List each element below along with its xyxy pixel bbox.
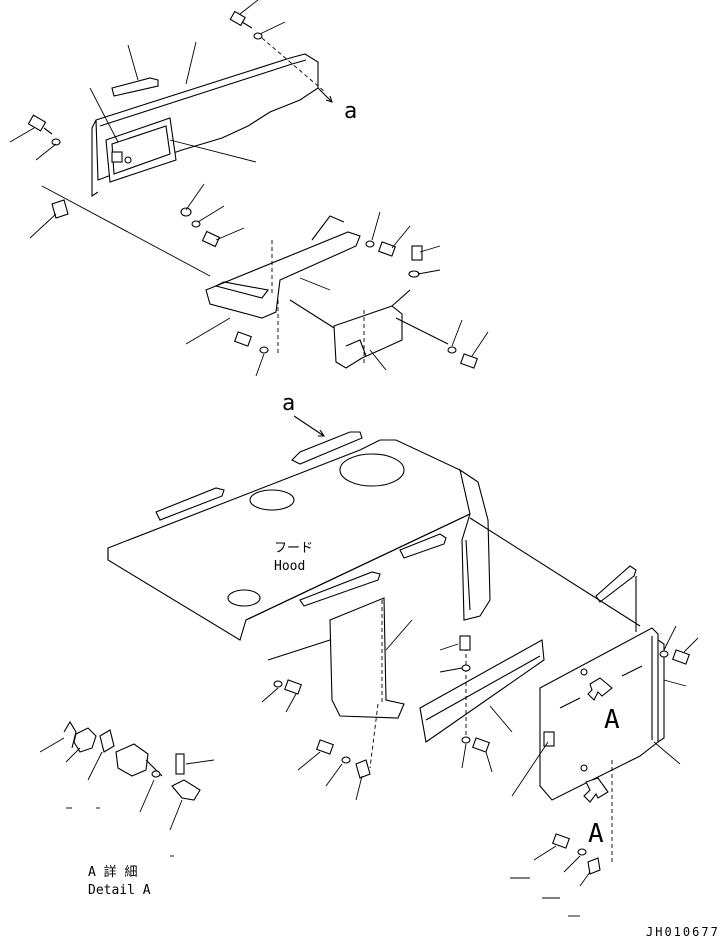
side-door-assembly: A A — [469, 517, 699, 917]
washer-icon — [273, 680, 283, 688]
ref-label-a-top: a — [344, 99, 357, 124]
panel-latch — [111, 151, 123, 163]
hood-assembly: a フード Hood — [107, 391, 491, 641]
washer-icon — [259, 346, 269, 354]
washer-icon — [191, 220, 201, 228]
bolt-icon — [27, 114, 53, 135]
door-latch — [543, 731, 555, 747]
bolt-icon — [234, 331, 252, 347]
bolt-icon — [284, 679, 302, 695]
hood-label-jp: フード — [274, 541, 313, 556]
bolt-icon — [672, 649, 690, 665]
side-door-panel — [539, 627, 659, 801]
hood-handle-left — [155, 487, 225, 521]
spacer — [175, 753, 185, 775]
bolt-icon — [472, 737, 490, 753]
washer-icon — [408, 270, 420, 278]
retaining-pin — [63, 720, 77, 749]
washer-icon — [341, 756, 351, 764]
bolt-icon — [459, 635, 471, 651]
middle-bracket-assembly — [185, 211, 489, 377]
hood-side-wall — [459, 468, 491, 621]
lower-bracket — [333, 305, 403, 369]
hood-handle-mid — [299, 571, 381, 607]
washer-icon — [577, 848, 587, 856]
washer-icon — [461, 736, 471, 744]
bolt-icon — [316, 739, 334, 755]
view-arrow-icon — [587, 677, 613, 701]
bolt-icon — [460, 353, 478, 369]
ref-label-a-mid: a — [282, 391, 295, 416]
upper-handle — [111, 77, 159, 97]
washer-icon — [253, 32, 263, 40]
lower-side-panels — [261, 597, 545, 801]
washer-plate — [99, 729, 115, 753]
hood-opening-vent — [249, 489, 295, 511]
hood-handle-right — [399, 533, 447, 559]
clip — [587, 857, 601, 875]
clip — [355, 759, 371, 779]
washer-icon — [365, 240, 375, 248]
hood-opening-large — [339, 453, 405, 487]
bolt-icon — [229, 10, 253, 29]
inspection-panel — [105, 117, 177, 183]
nut — [73, 727, 97, 753]
washer-icon — [180, 207, 192, 217]
detail-label-en: Detail A — [88, 883, 151, 898]
bottom-plate — [419, 639, 545, 743]
washer-icon — [659, 650, 669, 658]
washer-icon — [447, 346, 457, 354]
latch-cam — [115, 743, 149, 777]
ref-arrow-a-top — [317, 87, 333, 103]
washer-icon — [461, 664, 471, 672]
side-cover-left — [329, 597, 405, 719]
hood-opening-small — [227, 589, 261, 607]
middle-bracket — [205, 231, 361, 319]
hood-handle-top — [291, 431, 363, 465]
view-arrow-icon — [583, 777, 609, 803]
bolt-icon — [411, 245, 423, 261]
bolt-icon — [378, 241, 396, 257]
detail-label-jp: A 詳 細 — [88, 864, 137, 880]
latch-handle — [171, 779, 201, 801]
detail-a-assembly: A 詳 細 Detail A — [39, 720, 215, 898]
clip — [51, 199, 69, 219]
washer-icon — [51, 138, 61, 146]
ref-arrow-a-mid — [293, 415, 326, 437]
bolt-icon — [201, 230, 221, 248]
drawing-id: JH010677 — [646, 925, 720, 939]
view-label-a-lower: A — [588, 819, 604, 849]
door-handle — [595, 565, 637, 603]
view-label-a-upper: A — [604, 705, 620, 735]
hood-label-en: Hood — [274, 559, 305, 574]
bolt-icon — [552, 833, 570, 849]
upper-cover-assembly: a — [9, 0, 357, 277]
